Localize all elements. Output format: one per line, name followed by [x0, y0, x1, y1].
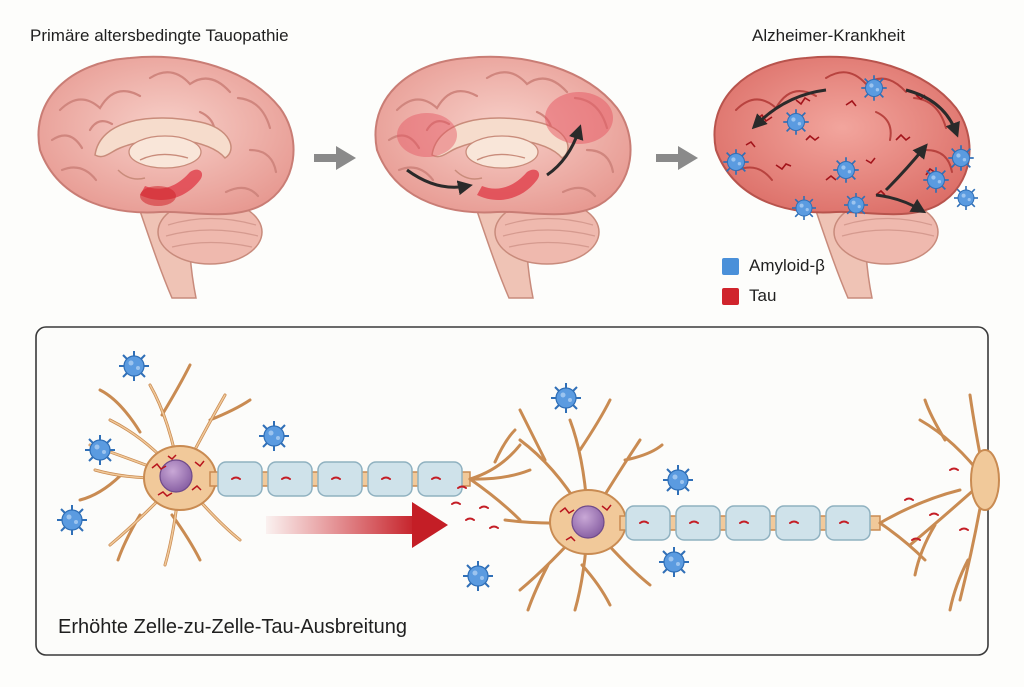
- title-alzheimer: Alzheimer-Krankheit: [752, 26, 906, 45]
- legend-label-amyloid: Amyloid-β: [749, 256, 825, 275]
- axon-2: [619, 505, 881, 541]
- axon-terminal-1: [468, 428, 532, 522]
- legend-item-amyloid: Amyloid-β: [722, 256, 825, 276]
- brain-part: [37, 55, 295, 300]
- neuron-1: [78, 363, 252, 567]
- legend-item-tau: Tau: [722, 286, 776, 306]
- title-part: Primäre altersbedingte Tauopathie: [30, 26, 289, 45]
- right-arrow-icon: [314, 146, 356, 170]
- neuron-3: [878, 393, 1000, 612]
- legend-label-tau: Tau: [749, 286, 777, 305]
- panel-caption: Erhöhte Zelle-zu-Zelle-Tau-Ausbreitung: [58, 616, 408, 638]
- axon-1: [209, 461, 471, 497]
- brain-alzheimer: [713, 55, 979, 299]
- spread-arrow: [266, 502, 448, 548]
- neuron-2: [503, 398, 664, 612]
- legend-swatch-amyloid: [722, 257, 739, 275]
- released-tau: [451, 485, 499, 529]
- legend-swatch-tau: [722, 287, 739, 305]
- right-arrow-icon: [656, 146, 698, 170]
- brain-intermediate: [374, 55, 632, 300]
